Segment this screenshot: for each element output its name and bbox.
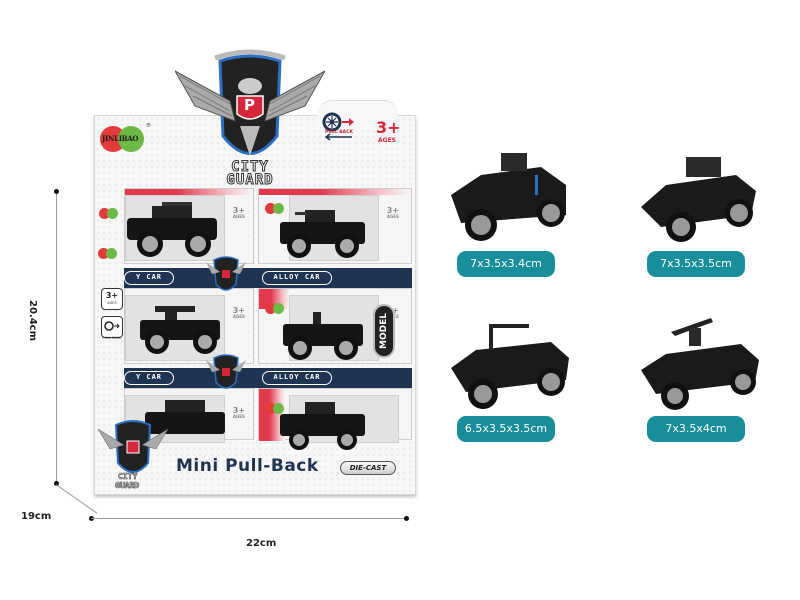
product-tile: 7x3.5x3.5cm bbox=[626, 145, 766, 277]
wheel-icon bbox=[322, 112, 354, 141]
card-ages-label: AGES bbox=[232, 314, 245, 319]
vehicle-open-jeep-image bbox=[451, 324, 569, 409]
vehicle-armored-apc-image bbox=[641, 157, 756, 242]
dimension-depth-label: 19cm bbox=[21, 511, 52, 522]
side-pullback-badge: PULL BACK bbox=[101, 316, 123, 340]
pull-back-label: PULL BACK bbox=[325, 130, 353, 135]
ages-label: AGES bbox=[378, 137, 396, 144]
dimension-dot bbox=[54, 189, 59, 194]
card-ages: 3+ bbox=[232, 206, 245, 215]
bottom-emblem-icon bbox=[98, 420, 168, 473]
dimension-dot bbox=[404, 516, 409, 521]
mini-emblem-icon bbox=[206, 354, 246, 389]
dimension-width-label: 22cm bbox=[246, 538, 277, 549]
product-title: Mini Pull-Back bbox=[176, 456, 319, 476]
dimension-depth-line bbox=[55, 484, 98, 514]
boxed-vehicle-jeep bbox=[283, 312, 363, 360]
dimension-height-line bbox=[56, 191, 57, 484]
boxed-vehicle-apc-2 bbox=[145, 400, 225, 434]
model-badge: MODEL bbox=[373, 304, 395, 358]
product-tile: 7x3.5x4cm bbox=[626, 310, 766, 442]
size-badge: 7x3.5x4cm bbox=[647, 416, 745, 442]
dimension-height-label: 20.4cm bbox=[27, 300, 38, 342]
card-ages: 3+ bbox=[232, 406, 245, 415]
vehicle-armored-suv-image bbox=[451, 153, 566, 241]
dimension-dot bbox=[54, 481, 59, 486]
emblem-line1: CITY bbox=[231, 159, 269, 176]
product-tile: 6.5x3.5x3.5cm bbox=[436, 310, 576, 442]
card-ages-label: AGES bbox=[386, 214, 399, 219]
diecast-badge: DIE-CAST bbox=[340, 461, 396, 475]
registered-mark: ® bbox=[146, 123, 151, 129]
product-tile: 7x3.5x3.4cm bbox=[436, 145, 576, 277]
boxed-vehicle-suv-2 bbox=[280, 402, 365, 450]
ages-value: 3+ bbox=[376, 118, 401, 137]
side-pullback-label: PULL BACK bbox=[102, 336, 122, 340]
size-badge: 7x3.5x3.4cm bbox=[457, 251, 555, 277]
bottom-emblem-line1: CITY bbox=[118, 472, 138, 482]
model-badge-label: MODEL bbox=[379, 313, 389, 349]
eagle-shield-icon bbox=[173, 49, 327, 156]
side-ages-label: AGES bbox=[107, 301, 117, 305]
city-guard-emblem: P CITY GUARD bbox=[173, 46, 327, 189]
band-label: Y CAR bbox=[124, 271, 174, 285]
mini-emblem-icon bbox=[206, 256, 246, 291]
pull-back-indicator bbox=[322, 112, 362, 146]
emblem-initial: P bbox=[244, 96, 255, 114]
vehicle-gun-pickup-image bbox=[641, 318, 759, 410]
side-logo-1 bbox=[99, 208, 119, 219]
card-ages: 3+ bbox=[386, 206, 399, 215]
boxed-vehicle-suv bbox=[280, 210, 365, 258]
card-ages-label: AGES bbox=[232, 214, 245, 219]
band-label: ALLOY CAR bbox=[262, 271, 332, 285]
side-ages-value: 3+ bbox=[105, 291, 119, 300]
dimension-width-line bbox=[91, 518, 407, 519]
size-badge: 7x3.5x3.5cm bbox=[647, 251, 745, 277]
emblem-line2: GUARD bbox=[226, 172, 274, 189]
bottom-emblem-line2: GUARD bbox=[115, 481, 140, 491]
side-ages-badge: 3+ AGES bbox=[101, 288, 123, 310]
brand-name: JINLIBAO bbox=[102, 134, 139, 143]
boxed-vehicle-pickup bbox=[140, 306, 220, 354]
brand-logo: JINLIBAO ® bbox=[100, 123, 151, 152]
size-badge: 6.5x3.5x3.5cm bbox=[457, 416, 555, 442]
card-ages-label: AGES bbox=[232, 414, 245, 419]
band-label: Y CAR bbox=[124, 371, 174, 385]
side-logo-2 bbox=[98, 248, 118, 259]
boxed-vehicle-apc bbox=[127, 202, 217, 257]
card-ages: 3+ bbox=[232, 306, 245, 315]
wheel-icon bbox=[104, 321, 120, 331]
band-label: ALLOY CAR bbox=[262, 371, 332, 385]
